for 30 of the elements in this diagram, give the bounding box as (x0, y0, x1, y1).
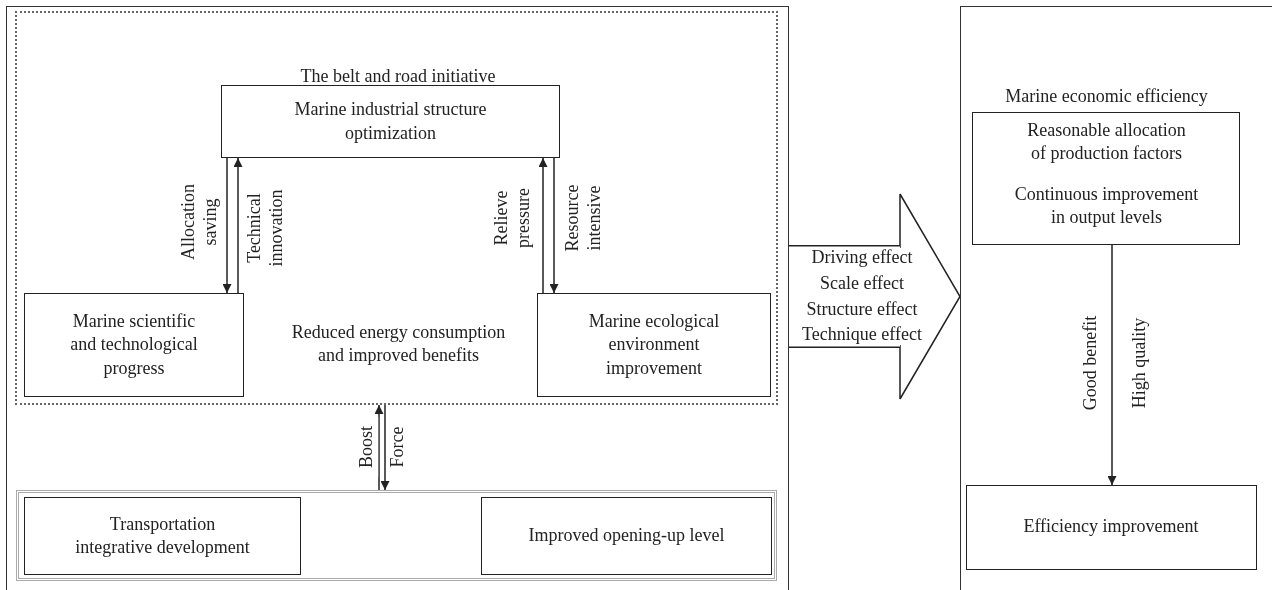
box-label: Transportation integrative development (75, 512, 250, 559)
box-label: Continuous improvement in output levels (1013, 182, 1200, 229)
effect-label: Scale effect (819, 273, 905, 295)
arrow (1107, 244, 1117, 486)
process-box (481, 497, 772, 575)
process-box (537, 293, 771, 397)
arrow (222, 157, 232, 294)
process-box (24, 293, 244, 397)
arrow (233, 157, 243, 294)
box-label: Marine ecological environment improvement (587, 309, 721, 380)
box-label: Reduced energy consumption and improved benefits (290, 320, 507, 367)
box-label: Marine scientific and technological progress (69, 309, 199, 380)
group-heading: Marine economic efficiency (1004, 84, 1209, 108)
arrow (549, 157, 559, 294)
process-box (965, 484, 1257, 570)
process-box (24, 497, 301, 575)
side-label: High quality (1129, 317, 1151, 409)
effect-label: Structure effect (806, 299, 918, 321)
box-label: Reasonable allocation of production factors (1026, 118, 1187, 165)
arrow (374, 404, 384, 491)
effect-label: Technique effect (802, 324, 922, 346)
box-label: Improved opening-up level (527, 524, 726, 548)
arrow (380, 404, 390, 491)
effect-label: Driving effect (811, 247, 913, 269)
arrow (538, 157, 548, 294)
group-heading: The belt and road initiative (299, 64, 497, 88)
group-frame (15, 489, 777, 581)
box-label: Efficiency improvement (1022, 515, 1200, 539)
box-label: Marine industrial structure optimization (293, 98, 488, 145)
process-box (221, 85, 560, 158)
